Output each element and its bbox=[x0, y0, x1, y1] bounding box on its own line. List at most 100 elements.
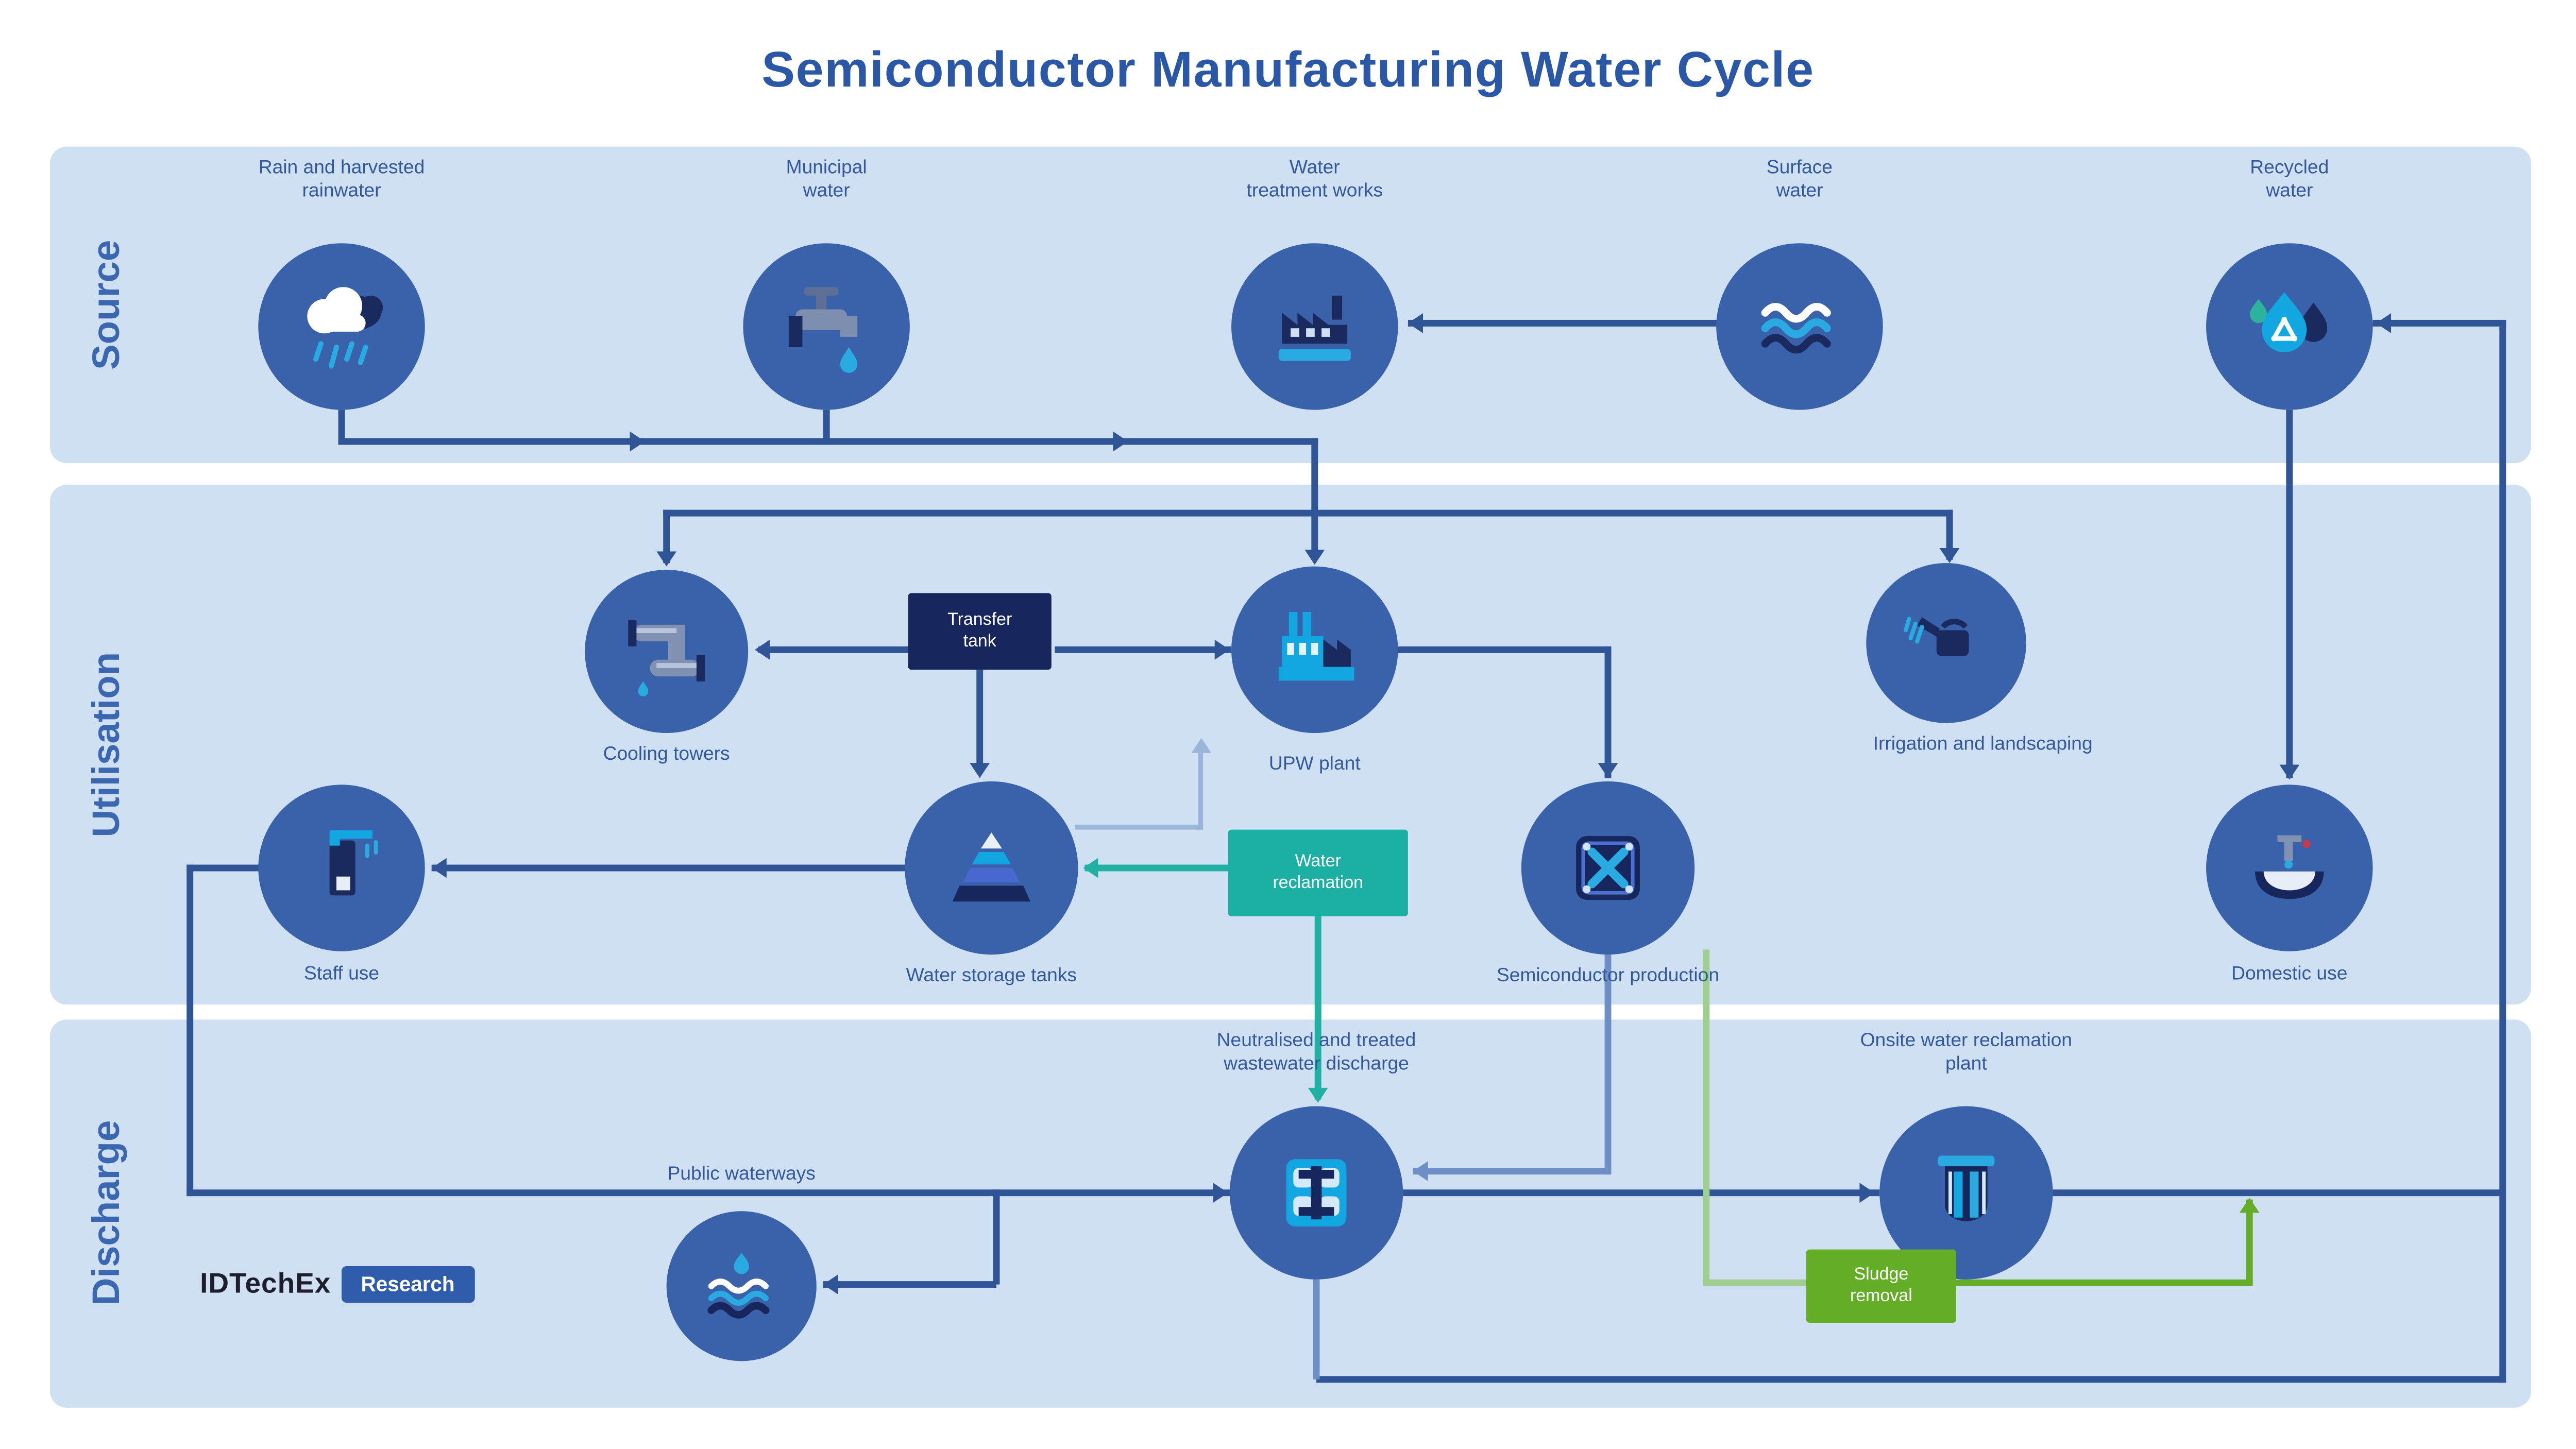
arrowhead bbox=[1408, 313, 1423, 333]
label-semiconductor-production: Semiconductor production bbox=[1496, 966, 1720, 986]
node-water-storage bbox=[905, 781, 1078, 955]
label-irrigation: Irrigation and landscaping bbox=[1873, 735, 2093, 755]
label-surface-water: Surface water bbox=[1766, 158, 1833, 202]
flow-line bbox=[338, 438, 1318, 445]
node-rainwater bbox=[258, 243, 425, 410]
arrowhead bbox=[1214, 639, 1230, 660]
flow-line-return bbox=[1075, 824, 1204, 830]
arrowhead bbox=[2376, 313, 2392, 333]
label-domestic-use: Domestic use bbox=[2231, 964, 2348, 985]
node-public-waterways bbox=[666, 1211, 817, 1361]
arrowhead bbox=[970, 763, 990, 778]
node-municipal bbox=[743, 243, 910, 410]
label-municipal: Municipal water bbox=[786, 158, 867, 202]
arrowhead bbox=[1413, 1161, 1428, 1182]
watering-can-icon bbox=[1904, 617, 1969, 656]
recycle-droplet-icon bbox=[2250, 292, 2328, 352]
flow-line bbox=[338, 410, 345, 445]
sludge-box: Sludge removal bbox=[1806, 1249, 1956, 1323]
flow-line bbox=[976, 670, 984, 773]
flow-line-reclaimed bbox=[1314, 916, 1321, 1100]
label-water-storage: Water storage tanks bbox=[906, 966, 1077, 986]
transfer-tank-box: Transfer tank bbox=[908, 593, 1052, 670]
flow-line bbox=[823, 1281, 997, 1288]
arrowhead bbox=[1213, 1183, 1228, 1203]
wafer-cross-icon bbox=[1576, 836, 1640, 900]
arrowhead bbox=[823, 1274, 838, 1294]
node-surface-water bbox=[1716, 243, 1883, 410]
mixer-tank-icon bbox=[1286, 1159, 1347, 1226]
flow-line bbox=[2499, 319, 2506, 1383]
node-wastewater-treatment bbox=[1229, 1106, 1403, 1280]
flow-line-reclaimed bbox=[1084, 864, 1228, 872]
band-label-discharge: Discharge bbox=[84, 1120, 128, 1306]
pipes-icon bbox=[628, 620, 705, 696]
river-waves-icon bbox=[707, 1253, 770, 1319]
flow-line bbox=[187, 1189, 1233, 1197]
idtechex-logo-text: IDTechEx bbox=[200, 1268, 331, 1300]
label-wastewater-treatment: Neutralised and treated wastewater disch… bbox=[1216, 1031, 1416, 1076]
arrowhead bbox=[1304, 550, 1325, 565]
treatment-plant-icon bbox=[1278, 295, 1351, 361]
label-upw-plant: UPW plant bbox=[1268, 755, 1361, 775]
flow-line bbox=[187, 864, 194, 1197]
upw-factory-icon bbox=[1278, 611, 1354, 681]
flow-line bbox=[1055, 646, 1232, 653]
flow-line bbox=[1403, 1189, 1880, 1197]
arrowhead bbox=[1191, 738, 1212, 753]
arrowhead bbox=[1308, 1087, 1328, 1103]
flow-line bbox=[2053, 1189, 2503, 1197]
band-label-utilisation: Utilisation bbox=[84, 652, 128, 838]
tap-icon bbox=[788, 287, 858, 373]
shower-icon bbox=[329, 830, 378, 896]
flow-line bbox=[758, 646, 908, 653]
arrowhead bbox=[1598, 763, 1618, 778]
node-irrigation bbox=[1866, 563, 2026, 723]
label-recycled-water: Recycled water bbox=[2250, 158, 2329, 202]
arrowhead bbox=[656, 551, 677, 567]
arrowhead bbox=[630, 431, 645, 452]
waves-icon bbox=[1761, 303, 1831, 354]
label-cooling-towers: Cooling towers bbox=[603, 744, 730, 765]
arrowhead bbox=[1939, 548, 1960, 564]
flow-line-wastewater bbox=[1604, 954, 1612, 1175]
rain-cloud-icon bbox=[307, 287, 383, 369]
arrowhead bbox=[1113, 431, 1128, 452]
flow-line bbox=[187, 864, 262, 872]
flow-line bbox=[2286, 410, 2293, 778]
label-staff-use: Staff use bbox=[303, 964, 380, 985]
flow-line bbox=[1604, 646, 1612, 778]
flow-line-sludge bbox=[1703, 1279, 1806, 1286]
node-domestic-use bbox=[2206, 785, 2373, 951]
flow-line-wastewater bbox=[1413, 1168, 1608, 1175]
flow-line bbox=[1311, 438, 1318, 560]
arrowhead bbox=[2279, 764, 2300, 780]
storage-pyramid-icon bbox=[952, 832, 1030, 902]
label-rainwater: Rain and harvested rainwater bbox=[258, 158, 425, 202]
flow-line-wastewater bbox=[1313, 1279, 1320, 1379]
arrowhead bbox=[755, 639, 770, 660]
label-reclamation-plant: Onsite water reclamation plant bbox=[1860, 1031, 2073, 1076]
flow-line bbox=[663, 509, 670, 564]
arrowhead bbox=[1859, 1183, 1875, 1203]
flow-line-recovered bbox=[2246, 1199, 2253, 1283]
flow-line bbox=[1946, 509, 1953, 560]
arrowhead bbox=[2239, 1198, 2260, 1213]
flow-line bbox=[2372, 319, 2506, 327]
flow-line bbox=[993, 1189, 1000, 1285]
flow-line bbox=[431, 864, 908, 872]
sink-icon bbox=[2255, 835, 2324, 899]
flow-line bbox=[1408, 319, 1720, 327]
idtechex-logo-badge: Research bbox=[341, 1266, 475, 1303]
idtechex-logo: IDTechEx Research bbox=[200, 1266, 475, 1303]
flow-line bbox=[823, 410, 830, 445]
arrowhead bbox=[1083, 858, 1098, 878]
label-treatment-works: Water treatment works bbox=[1246, 158, 1383, 202]
page-title: Semiconductor Manufacturing Water Cycle bbox=[761, 43, 1815, 98]
flow-line bbox=[1316, 1376, 2503, 1383]
node-cooling-towers bbox=[585, 570, 749, 734]
node-staff-use bbox=[258, 785, 425, 951]
node-recycled-water bbox=[2206, 243, 2373, 410]
arrowhead bbox=[431, 858, 447, 878]
